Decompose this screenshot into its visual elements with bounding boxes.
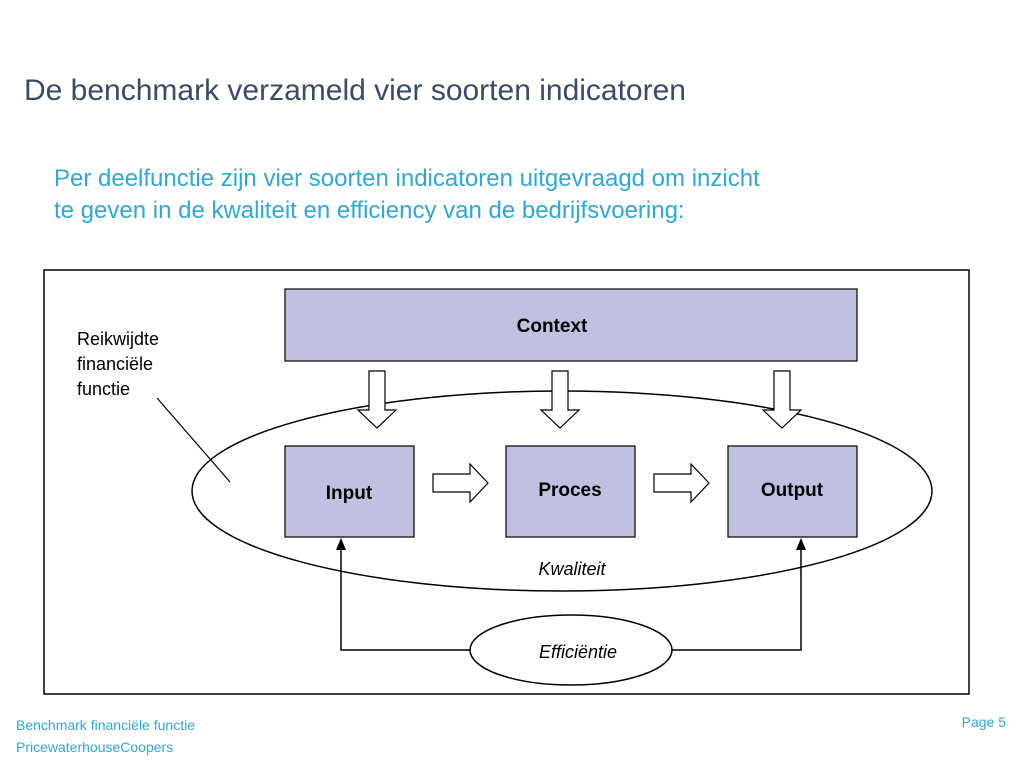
process-label: Proces [538, 480, 601, 501]
context-to-input-arrow [356, 370, 398, 429]
scope-label-line-1: Reikwijdte [77, 329, 159, 349]
output-box [727, 445, 858, 538]
input-box [284, 445, 415, 538]
scope-pointer-line [156, 397, 231, 483]
subtitle-line-2: te geven in de kwaliteit en efficiency v… [54, 197, 685, 224]
subtitle-line-1: Per deelfunctie zijn vier soorten indica… [54, 165, 760, 192]
efficiency-ellipse [469, 614, 673, 686]
efficiency-to-output-arrowhead [796, 538, 806, 550]
process-box [505, 445, 636, 538]
page-number: Page 5 [961, 714, 1006, 730]
efficiency-to-input-line [340, 548, 470, 651]
slide-title: De benchmark verzameld vier soorten indi… [24, 74, 686, 107]
scope-label: Reikwijdte financiële functie [77, 329, 164, 399]
scope-label-line-2: financiële [77, 354, 153, 374]
scope-label-line-3: functie [77, 379, 130, 399]
efficiency-to-input-arrowhead [336, 538, 346, 550]
context-box [284, 288, 858, 362]
context-to-process-arrow [539, 370, 581, 429]
footer-report-name: Benchmark financiële functie [16, 717, 195, 733]
process-to-output-arrow [653, 462, 710, 504]
input-to-process-arrow [432, 462, 489, 504]
efficiency-to-output-line [672, 548, 802, 651]
footer-company: PricewaterhouseCoopers [16, 739, 174, 755]
input-label: Input [326, 483, 373, 504]
efficiency-label: Efficiëntie [539, 642, 617, 662]
context-to-output-arrow [761, 370, 803, 429]
quality-label: Kwaliteit [538, 559, 606, 579]
footer-left: Benchmark financiële functie Pricewaterh… [16, 714, 195, 758]
output-label: Output [761, 480, 824, 501]
slide-subtitle: Per deelfunctie zijn vier soorten indica… [54, 163, 934, 227]
context-label: Context [517, 316, 588, 337]
